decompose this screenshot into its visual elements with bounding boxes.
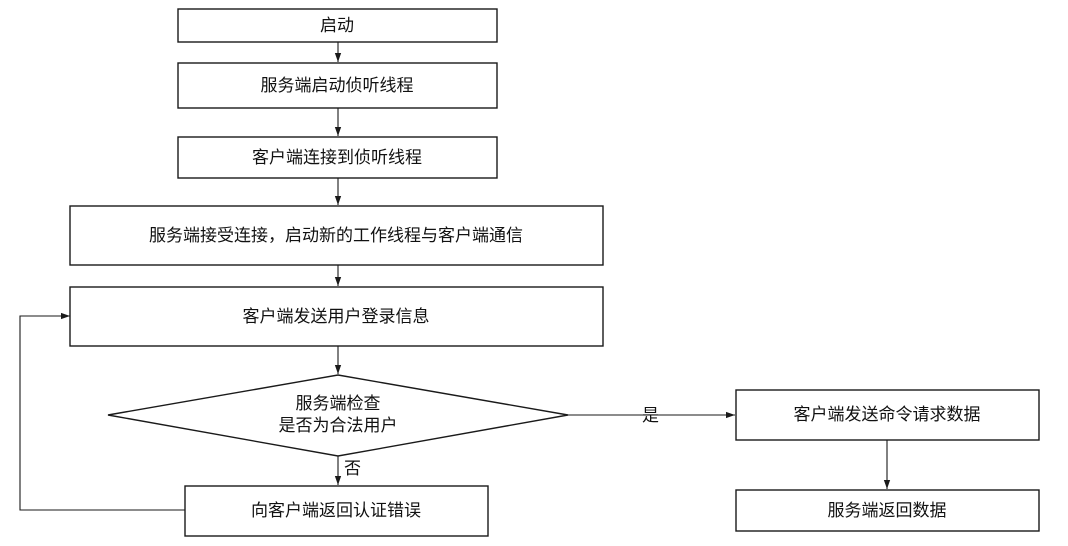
edges [19,42,891,511]
node-check-user-line1: 服务端检查 [296,394,381,414]
edge-label-yes: 是 [642,406,659,426]
node-server-listen: 服务端启动侦听线程 [177,62,498,109]
node-client-connect: 客户端连接到侦听线程 [177,136,498,179]
node-auth-error: 向客户端返回认证错误 [184,485,489,537]
node-start: 启动 [177,8,498,43]
edge-label-no: 否 [344,459,361,479]
edge-error-loop-back [19,312,185,511]
node-check-user: 服务端检查 是否为合法用户 [107,374,569,457]
node-client-login: 客户端发送用户登录信息 [69,286,604,347]
node-server-listen-label: 服务端启动侦听线程 [261,76,414,96]
node-auth-error-label: 向客户端返回认证错误 [251,501,421,521]
node-check-user-line2: 是否为合法用户 [279,416,398,436]
node-client-connect-label: 客户端连接到侦听线程 [252,148,422,168]
node-client-login-label: 客户端发送用户登录信息 [243,307,430,327]
node-server-accept-label: 服务端接受连接，启动新的工作线程与客户端通信 [149,226,523,246]
node-server-return: 服务端返回数据 [735,489,1040,532]
node-client-request-label: 客户端发送命令请求数据 [794,405,981,425]
node-server-return-label: 服务端返回数据 [828,501,947,521]
node-client-request: 客户端发送命令请求数据 [735,389,1040,441]
node-server-accept: 服务端接受连接，启动新的工作线程与客户端通信 [69,205,604,266]
node-start-label: 启动 [320,16,354,36]
